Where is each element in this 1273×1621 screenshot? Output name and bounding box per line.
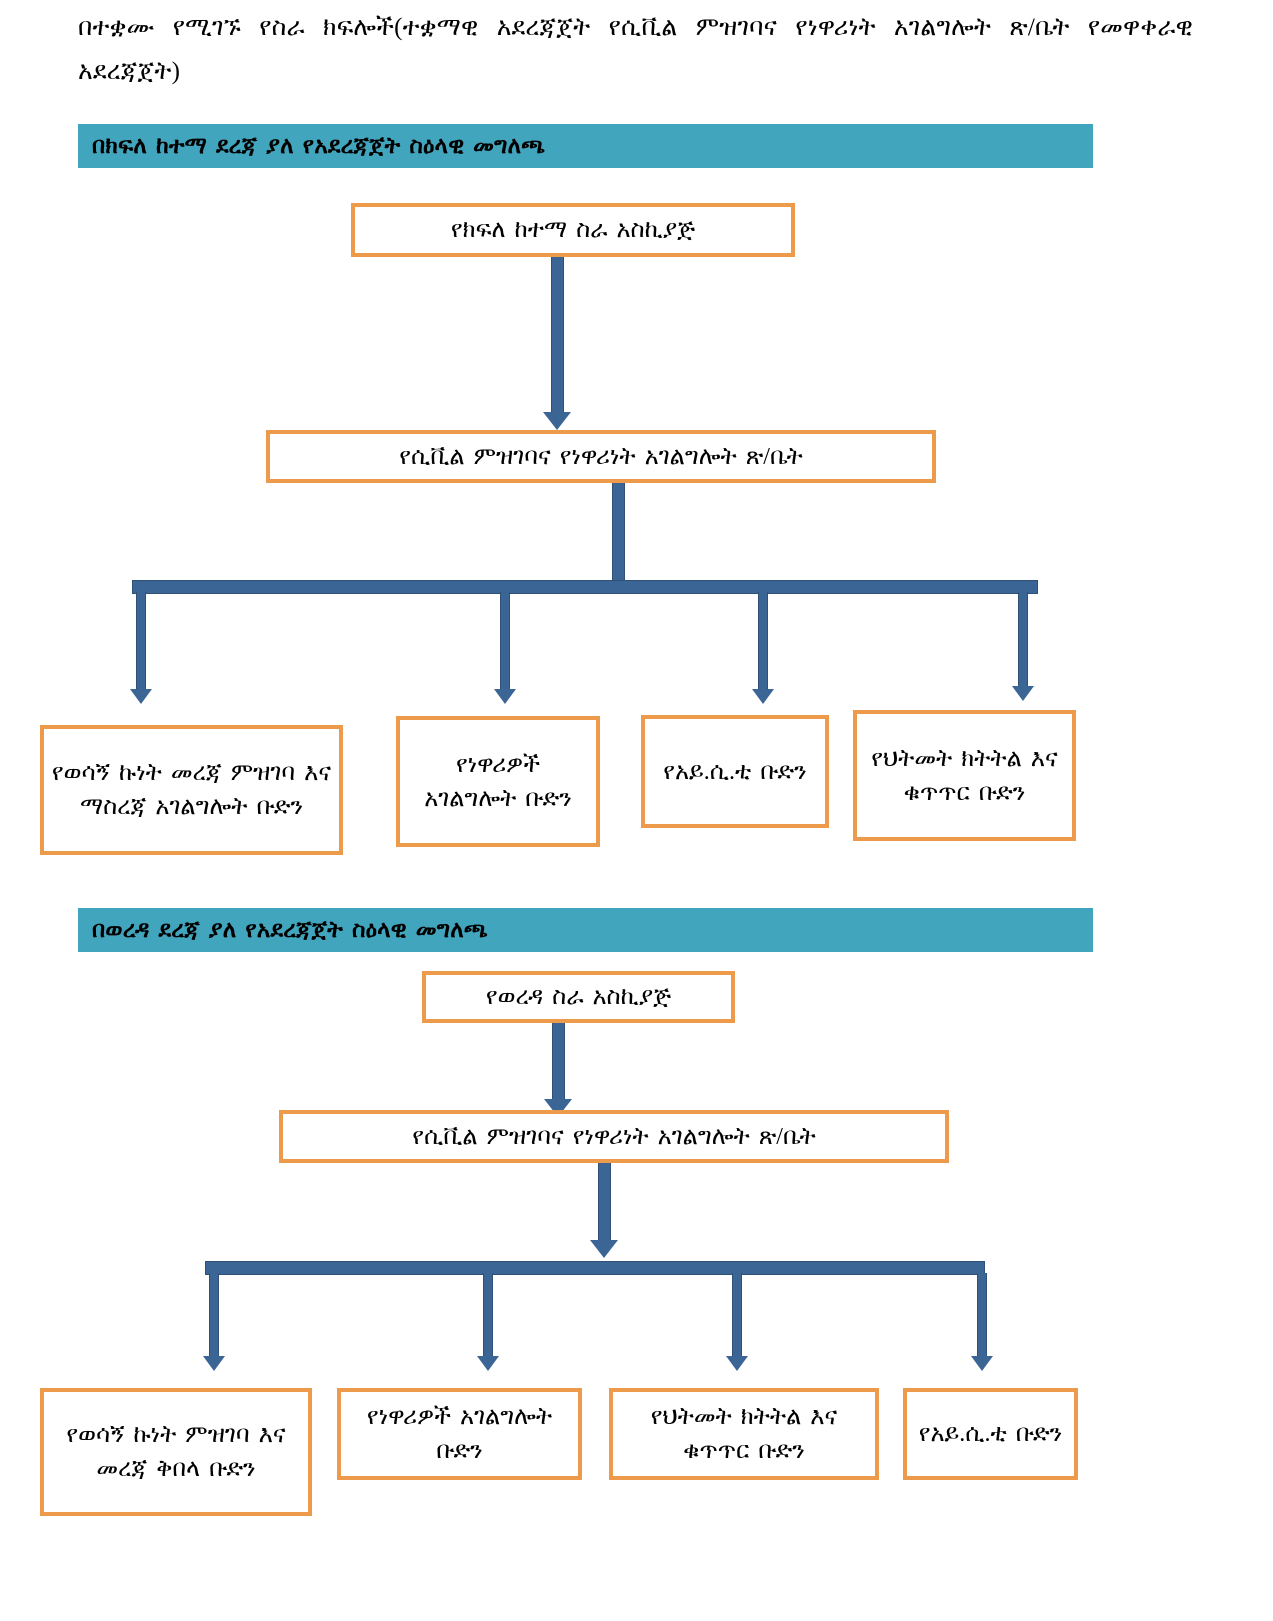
box-s1-unit-1: የወሳኝ ኩነት መረጃ ምዝገባ እና ማስረጃ አገልግሎት ቡድን [40, 725, 343, 855]
box-s2-unit-2: የነዋሪዎች አገልግሎት ቡድን [337, 1388, 582, 1480]
distributor-bar-section2 [205, 1261, 985, 1275]
box-s2-civil-registration-office: የሲቪል ምዝገባና የነዋሪነት አገልግሎት ጽ/ቤት [279, 1110, 949, 1163]
connector-line-s2-unit-4 [977, 1273, 987, 1359]
connector-line-s2-unit-3 [732, 1273, 742, 1359]
arrow-head-s1-unit-2 [494, 689, 516, 704]
arrow-head-s2-unit-3 [726, 1356, 748, 1371]
box-s2-unit-4: የአይ.ሲ.ቲ ቡድን [903, 1388, 1078, 1480]
box-wereda-manager: የወረዳ ስራ አስኪያጅ [422, 971, 735, 1023]
arrow-head-s1-unit-1 [130, 689, 152, 704]
connector-line-s1-unit-4 [1018, 592, 1028, 689]
arrow-head-s2-unit-2 [477, 1356, 499, 1371]
arrow-head-s2-unit-4 [971, 1356, 993, 1371]
connector-line-s2-unit-2 [483, 1273, 493, 1359]
arrow-head-s2-l2-bar [590, 1240, 618, 1258]
box-s1-civil-registration-office: የሲቪል ምዝገባና የነዋሪነት አገልግሎት ጽ/ቤት [266, 430, 936, 483]
box-s1-unit-4: የህትመት ክትትል እና ቁጥጥር ቡድን [853, 710, 1076, 841]
box-s2-unit-3: የህትመት ክትትል እና ቁጥጥር ቡድን [609, 1388, 879, 1480]
box-s2-unit-1: የወሳኝ ኩነት ምዝገባ እና መረጃ ቅበላ ቡድን [40, 1388, 312, 1516]
box-kifle-ketema-manager: የክፍለ ከተማ ስራ አስኪያጅ [351, 203, 795, 257]
box-s1-unit-2: የነዋሪዎች አገልግሎት ቡድን [396, 716, 600, 847]
connector-line-s2-unit-1 [209, 1273, 219, 1359]
intro-paragraph: በተቋሙ የሚገኙ የስራ ክፍሎች(ተቋማዊ አደረጃጀት የሲቪል ምዝገባ… [78, 14, 1193, 85]
connector-line-s1-l1-l2 [551, 257, 564, 415]
arrow-head-s1-unit-4 [1012, 686, 1034, 701]
connector-line-s1-l2-bar [612, 483, 625, 583]
distributor-bar-section1 [132, 580, 1038, 594]
section-header-wereda: በወረዳ ደረጃ ያለ የአደረጃጀት ስዕላዊ መግለጫ [78, 908, 1093, 952]
connector-line-s1-unit-2 [500, 592, 510, 692]
connector-line-s1-unit-3 [758, 592, 768, 692]
connector-line-s2-l2-bar [598, 1163, 611, 1247]
arrow-head-s1-unit-3 [752, 689, 774, 704]
connector-line-s1-unit-1 [136, 592, 146, 692]
section-header-kifle-ketema: በክፍለ ከተማ ደረጃ ያለ የአደረጃጀት ስዕላዊ መግለጫ [78, 124, 1093, 168]
connector-line-s2-l1-l2 [552, 1023, 565, 1107]
arrow-head-s2-unit-1 [203, 1356, 225, 1371]
box-s1-unit-3: የአይ.ሲ.ቲ ቡድን [641, 715, 829, 828]
arrow-head-s1-l1-l2 [543, 412, 571, 430]
